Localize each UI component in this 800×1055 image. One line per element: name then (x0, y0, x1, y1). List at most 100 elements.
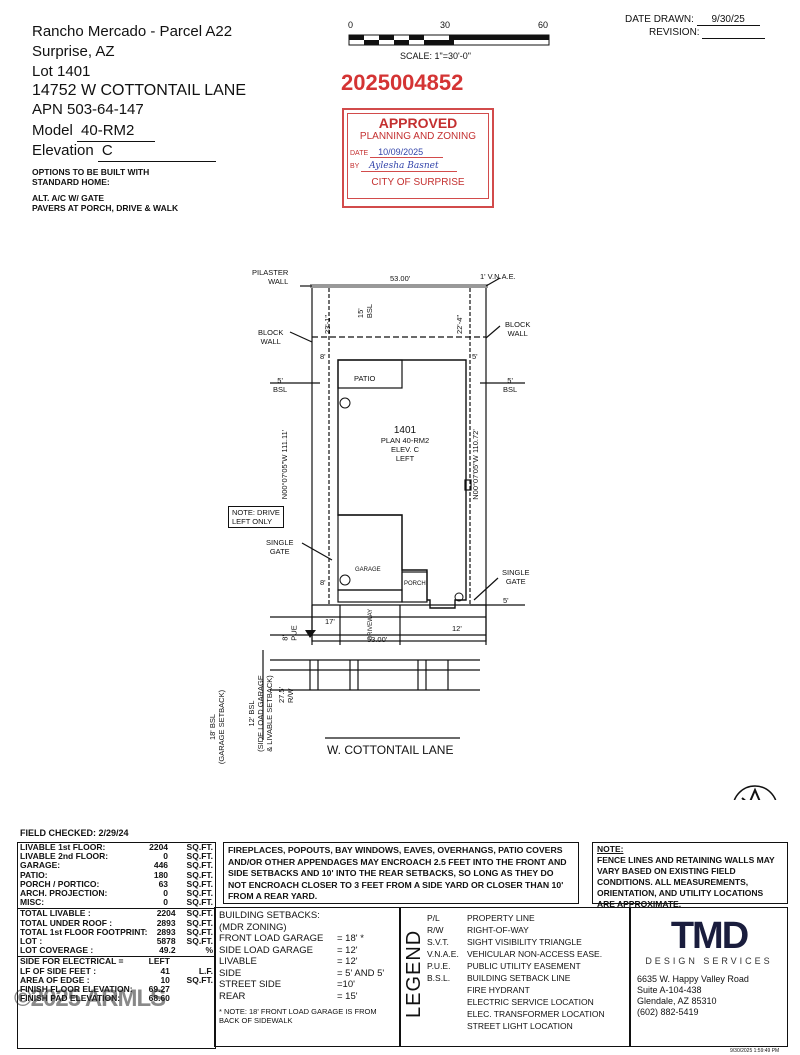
stat-label: FINISH FLOOR ELEVATION: (20, 984, 133, 995)
legend-desc: PROPERTY LINE (467, 913, 535, 923)
legend-key: S.V.T. (427, 937, 449, 947)
legend-desc: STREET LIGHT LOCATION (467, 1021, 573, 1031)
electric-service-icon (339, 574, 351, 586)
setback-type: SIDE (219, 967, 242, 979)
note-text: FENCE LINES AND RETAINING WALLS MAY VARY… (597, 855, 775, 909)
bsl-12: 12' BSL (SIDE LOAD GARAGE & LIVABLE SETB… (246, 675, 274, 752)
plan-left: LEFT (395, 454, 415, 463)
options-list: ALT. A/C W/ GATE PAVERS AT PORCH, DRIVE … (32, 193, 179, 213)
legend-desc: BUILDING SETBACK LINE (467, 973, 571, 983)
setback-value: = 18' * (337, 933, 364, 944)
setback-type: SIDE LOAD GARAGE (219, 944, 313, 956)
stat-unit: % (205, 945, 213, 956)
stat-label: TOTAL LIVABLE : (20, 908, 91, 919)
stamp-date-label: DATE (350, 150, 369, 157)
setback-value: = 12' (337, 956, 358, 967)
stat-unit: SQ.FT. (186, 860, 213, 871)
pilaster-label: PILASTER WALL (252, 268, 289, 286)
stat-label: PATIO: (20, 869, 48, 880)
timestamp: 9/30/2025 1:59:49 PM (730, 1048, 780, 1054)
setback-type: LIVABLE (219, 956, 257, 967)
dim-12: 12' (452, 624, 462, 633)
rear-bsl: 15' BSL (356, 303, 375, 319)
revision: REVISION: (649, 27, 766, 39)
drive-note: NOTE: DRIVE LEFT ONLY (228, 506, 284, 528)
stat-row: FINISH PAD ELEVATION: 68.60 (18, 994, 215, 1003)
stat-value: 2893 (156, 926, 176, 937)
stat-value: 2204 (149, 842, 169, 852)
elevation: Elevation C (32, 141, 216, 162)
date-drawn-label: DATE DRAWN: (625, 14, 694, 25)
dim-8b: 8' (320, 578, 326, 587)
stamp-title: APPROVED (378, 115, 458, 131)
stat-unit: SQ.FT. (186, 974, 213, 985)
setback-value: =10' (337, 979, 355, 990)
elevation-value: C (97, 141, 216, 162)
setback-row: SIDE LOAD GARAGE= 12' (219, 945, 395, 957)
setback-type: REAR (219, 990, 246, 1002)
stat-unit: SQ.FT. (186, 842, 213, 852)
bottom-width: 53.00' (367, 635, 388, 644)
pue-label: 8' PUE (280, 625, 299, 641)
company-logo: TMD (670, 915, 749, 957)
stat-unit: SQ.FT. (186, 869, 213, 880)
stat-row: LOT COVERAGE :49.2% (18, 946, 215, 955)
stat-row: FINISH FLOOR ELEVATION:69.27 (18, 984, 215, 995)
north-arrow-icon (733, 785, 777, 800)
block-wall-left: BLOCK WALL (258, 328, 284, 346)
permit-number: 2025004852 (341, 70, 464, 95)
scale-tick-0: 0 (348, 20, 354, 30)
bsl-left: 5' BSL (273, 376, 288, 394)
stat-label: FINISH PAD ELEVATION: (20, 993, 121, 1004)
revision-label: REVISION: (649, 27, 700, 38)
plan-lot-no: 1401 (393, 425, 417, 436)
model: Model 40-RM2 (32, 121, 156, 142)
street-light-icon (305, 630, 316, 638)
stat-value: 0 (163, 897, 169, 908)
bearing-right: N00°07'05"W 110.72' (470, 429, 480, 500)
field-checked: FIELD CHECKED: 2/29/24 (20, 828, 129, 838)
setback-row: STREET SIDE =10' (219, 979, 395, 991)
setbacks-rows: FRONT LOAD GARAGE= 18' *SIDE LOAD GARAGE… (219, 933, 395, 1002)
dim-22-4: 22'-4" (455, 314, 465, 335)
subdivision: Rancho Mercado - Parcel A22 (32, 23, 233, 40)
stat-unit: SQ.FT. (186, 888, 213, 899)
stat-value: 446 (153, 860, 169, 871)
legend-row: ELEC. TRANSFORMER LOCATION (427, 1008, 605, 1020)
stat-unit: SQ.FT. (186, 917, 213, 928)
setbacks-title: BUILDING SETBACKS: (219, 910, 320, 921)
bsl-18: 18' BSL (GARAGE SETBACK) (208, 689, 227, 765)
setback-type: STREET SIDE (219, 979, 282, 990)
scale-tick-30: 30 (440, 20, 451, 30)
legend-key: R/W (427, 925, 444, 935)
stat-value: 68.60 (148, 993, 170, 1004)
setbacks-zoning: (MDR ZONING) (219, 921, 287, 933)
legend-row: P.U.E.PUBLIC UTILITY EASEMENT (427, 960, 605, 972)
stat-label: ARCH. PROJECTION: (20, 888, 108, 899)
legend-key: P.U.E. (427, 961, 451, 971)
stat-label: LIVABLE 2nd FLOOR: (20, 851, 109, 862)
stat-row: ARCH. PROJECTION: 0 SQ.FT. (18, 888, 215, 899)
dim-17: 17' (325, 617, 335, 626)
block-wall-right: BLOCK WALL (505, 320, 531, 338)
stat-value: 0 (163, 888, 169, 899)
stat-value: 41 (160, 965, 170, 976)
stat-unit: SQ.FT. (186, 878, 213, 889)
plan-elev: ELEV. C (390, 445, 420, 454)
stat-unit: SQ.FT. (186, 897, 213, 908)
single-gate-right: SINGLE GATE (502, 568, 530, 586)
